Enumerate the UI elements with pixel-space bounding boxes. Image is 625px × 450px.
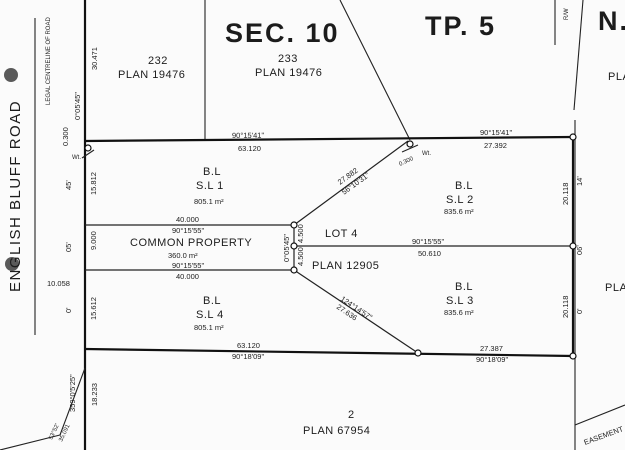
south-bearing-1: 90°18'09" [232, 352, 264, 361]
diag-up [293, 140, 409, 226]
corner-label: N. [598, 6, 625, 36]
sl2-label: S.L 2 [446, 194, 474, 206]
parcel-232-plan: PLAN 19476 [118, 69, 185, 81]
east-parcel-top: PLA [608, 71, 625, 83]
road-corner-line-2 [0, 434, 61, 450]
monument [569, 352, 577, 360]
road-bearing-bottom: 359°0'5'25" [68, 374, 77, 412]
cp-top-bearing: 90°15'55" [172, 226, 204, 235]
sl4-label: S.L 4 [196, 309, 224, 321]
parcel-232-number: 232 [148, 55, 168, 67]
east-bottom-dist: 20.118 [561, 296, 570, 318]
east-deg-1: 14' [575, 176, 584, 186]
mid-bearing: 90°15'55" [412, 237, 444, 246]
wt-tick-right [401, 144, 419, 153]
sl2-bl: B.L [455, 180, 473, 192]
cp-east-bearing: 0°05'45" [282, 234, 291, 262]
east-deg-2: 06' [575, 245, 584, 255]
monument [569, 133, 577, 141]
parcel-2-number: 2 [348, 409, 355, 421]
road-name: ENGLISH BLUFF ROAD [7, 100, 24, 292]
sl3-area: 835.6 m² [444, 308, 474, 317]
sl4-area: 805.1 m² [194, 323, 224, 332]
north-dist-1: 63.120 [238, 144, 261, 153]
sl1-bl: B.L [203, 166, 221, 178]
diag-down [293, 269, 419, 354]
lot-label: LOT 4 [325, 228, 358, 240]
parcel-233-number: 233 [278, 53, 298, 65]
east-deg-3: 0' [575, 308, 584, 314]
road-width-8: 15.812 [89, 172, 98, 195]
wt-dist: 0.300 [398, 156, 415, 168]
wt-label: Wt. [422, 151, 431, 157]
monument [406, 140, 414, 148]
sl4-bl: B.L [203, 295, 221, 307]
south-boundary [84, 347, 574, 358]
sl3-bl: B.L [455, 281, 473, 293]
monument [290, 221, 298, 229]
parcel-233-plan: PLAN 19476 [255, 67, 322, 79]
south-bearing-2: 90°18'09" [476, 355, 508, 364]
easement-line [574, 404, 625, 426]
sl2-area: 835.6 m² [444, 207, 474, 216]
road-width-2: 45' [64, 180, 73, 190]
east-parcel-bottom: PLA [605, 282, 625, 294]
north-dist-2: 27.392 [484, 141, 507, 150]
road-bearing-top: 0°05'45" [73, 92, 82, 120]
cp-east-a: 4.500 [296, 224, 305, 243]
monument [290, 242, 298, 250]
cp-bottom-bearing: 90°15'55" [172, 261, 204, 270]
sl1-area: 805.1 m² [194, 197, 224, 206]
road-marker-dot [5, 257, 19, 271]
cp-top-dist: 40.000 [176, 215, 199, 224]
sl1-label: S.L 1 [196, 180, 224, 192]
east-top-dist: 20.118 [561, 183, 570, 205]
monument [290, 266, 298, 274]
sl3-label: S.L 3 [446, 295, 474, 307]
monument [414, 349, 422, 357]
wt-tick-left [81, 149, 95, 159]
south-dist-2: 27.387 [480, 344, 503, 353]
cp-bottom-dist: 40.000 [176, 272, 199, 281]
road-width-3: 05' [64, 242, 73, 252]
road-width-7: 9.000 [89, 231, 98, 250]
road-marker-dot [4, 68, 18, 82]
north-bearing-2: 90°15'41" [480, 128, 512, 137]
section-label: SEC. 10 [225, 18, 340, 48]
road-centreline-label: LEGAL CENTRELINE OF ROAD [46, 17, 52, 105]
common-property-area: 360.0 m² [168, 251, 198, 260]
plan-label: PLAN 12905 [312, 260, 379, 272]
rw-label: R/W [564, 8, 570, 20]
common-property-label: COMMON PROPERTY [130, 237, 252, 249]
north-boundary [84, 135, 574, 143]
monument [569, 242, 577, 250]
road-width-1: 0.300 [61, 127, 70, 146]
mid-dist: 50.610 [418, 249, 441, 258]
road-width-5: 0' [64, 307, 73, 313]
township-label: TP. 5 [425, 11, 496, 41]
rw-line-2 [573, 0, 584, 111]
road-dist-bottom: 18.233 [90, 383, 99, 406]
cp-east-b: 4.500 [296, 247, 305, 266]
wt-left-label: Wt. [72, 155, 81, 161]
parcel-2-plan: PLAN 67954 [303, 425, 370, 437]
south-dist-1: 63.120 [237, 341, 260, 350]
parcel-233-east-line [339, 0, 411, 141]
road-dist-top: 30.471 [90, 47, 99, 70]
north-bearing-1: 90°15'41" [232, 131, 265, 140]
road-width-4: 10.058 [47, 279, 70, 288]
road-width-6: 15.612 [89, 297, 98, 320]
monument [84, 144, 92, 152]
road-corner-line [59, 367, 86, 436]
easement-label: EASEMENT [583, 424, 625, 447]
